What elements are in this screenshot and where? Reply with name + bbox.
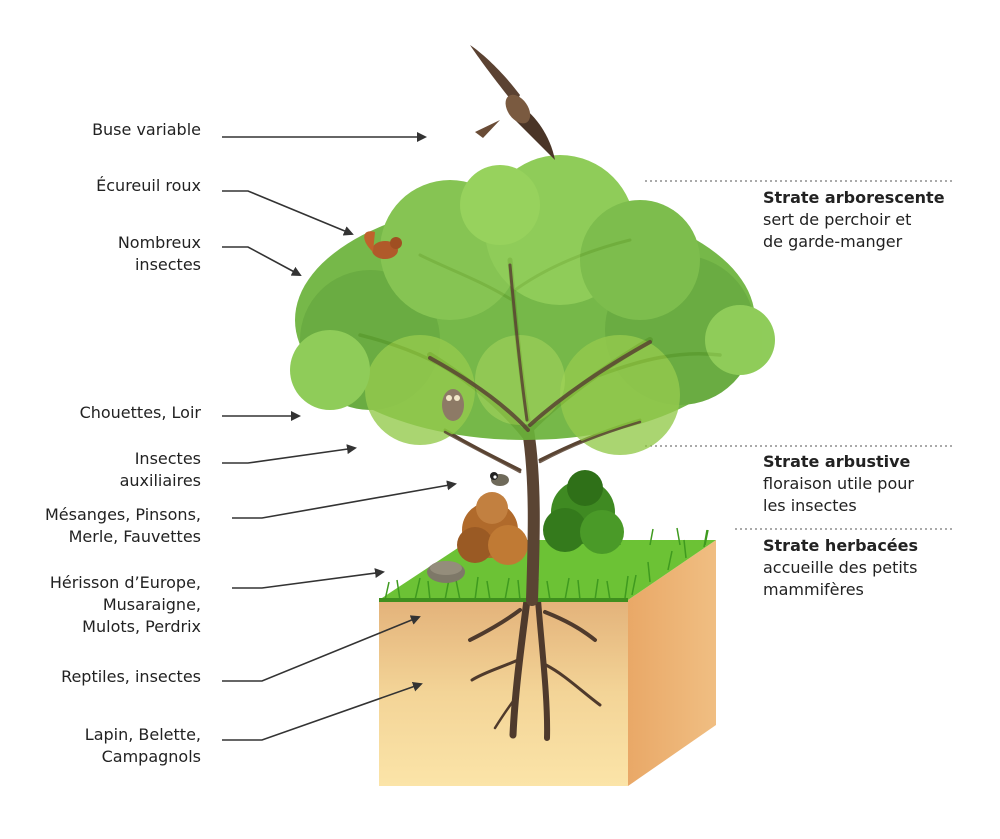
label-insectes-arbre: Nombreux insectes: [117, 233, 201, 274]
tree-canopy: [290, 155, 775, 455]
arrow-mesanges: [232, 480, 457, 519]
arrow-insectes-arbre: [222, 246, 302, 276]
arrow-auxiliaires: [222, 444, 357, 464]
tit-bird-icon: [490, 472, 509, 486]
arrow-ecureuil: [222, 190, 354, 236]
roots: [468, 596, 602, 741]
label-reptiles: Reptiles, insectes: [61, 667, 201, 686]
label-ecureuil: Écureuil roux: [96, 176, 201, 195]
arrows: [222, 132, 457, 741]
strata-arborescente: Strate arborescente sert de perchoir et …: [763, 188, 945, 251]
buzzard-icon: [470, 45, 555, 160]
strata-arborescente-title: Strate arborescente: [763, 188, 945, 207]
tree-branches: [428, 263, 652, 474]
strata-herbacees: Strate herbacées accueille des petits ma…: [763, 536, 919, 599]
shrub-green: [543, 470, 624, 554]
label-auxiliaires: Insectes auxiliaires: [119, 449, 201, 490]
strata-arbustive: Strate arbustive floraison utile pour le…: [763, 452, 914, 515]
strata-arbustive-title: Strate arbustive: [763, 452, 911, 471]
label-buse: Buse variable: [92, 120, 201, 139]
label-chouettes: Chouettes, Loir: [79, 403, 201, 422]
label-herisson: Hérisson d’Europe, Musaraigne, Mulots, P…: [49, 573, 201, 636]
arrow-reptiles: [222, 615, 421, 682]
arrow-herisson: [232, 568, 385, 589]
strata-herbacees-title: Strate herbacées: [763, 536, 919, 555]
label-lapin: Lapin, Belette, Campagnols: [84, 725, 201, 766]
hedgehog-icon: [427, 561, 465, 583]
label-mesanges: Mésanges, Pinsons, Merle, Fauvettes: [44, 505, 201, 546]
squirrel-icon: [364, 231, 402, 259]
soil-block: [379, 526, 716, 786]
arrow-lapin: [222, 681, 423, 741]
strata-separators: [645, 180, 952, 530]
owl-icon: [442, 389, 464, 421]
shrub-brown: [457, 492, 528, 565]
